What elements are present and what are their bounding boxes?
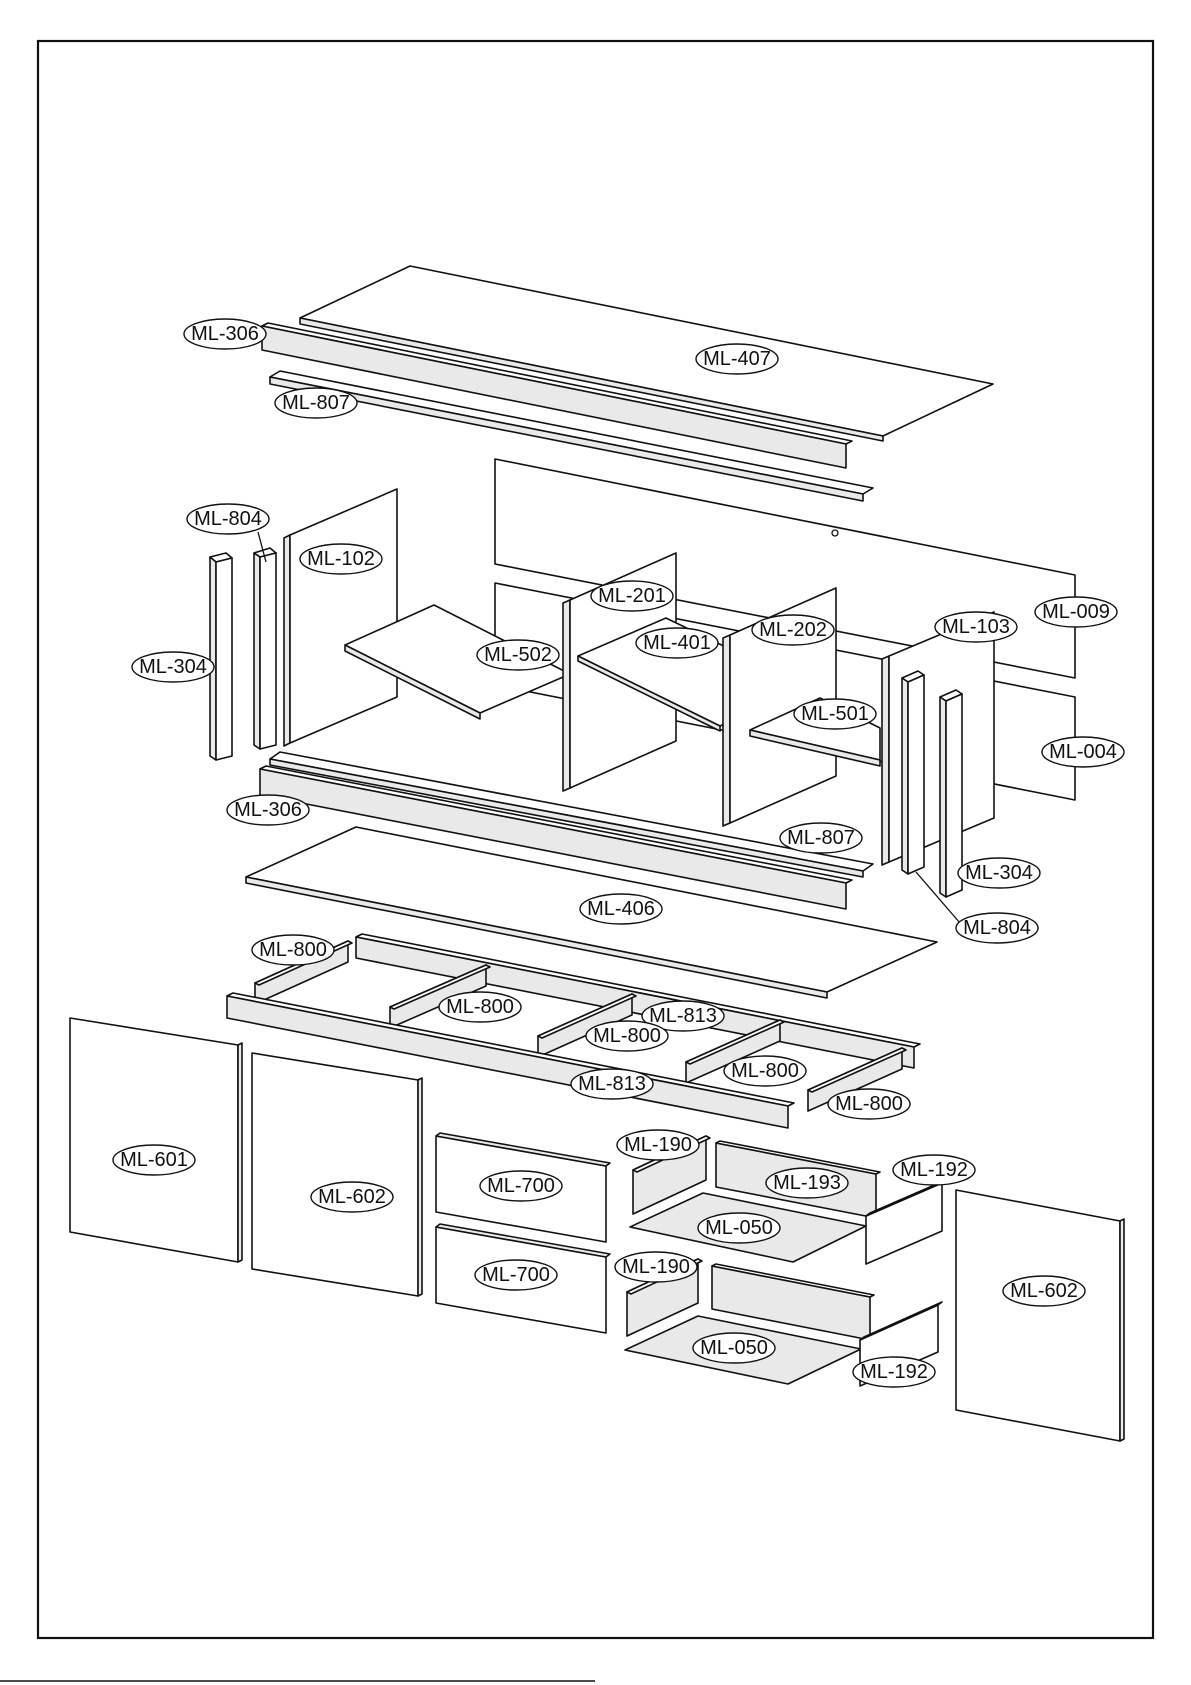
label-ml-401: ML-401 [636,628,718,658]
label-ml-800-b: ML-800 [439,992,521,1022]
label-ml-407-text: ML-407 [703,348,771,370]
label-ml-813-b: ML-813 [571,1069,653,1099]
label-ml-807-top-text: ML-807 [282,392,350,414]
label-ml-406: ML-406 [580,894,662,924]
label-ml-201: ML-201 [591,581,673,611]
label-ml-800-a: ML-800 [252,935,334,965]
label-ml-800-c: ML-800 [586,1021,668,1051]
label-ml-004: ML-004 [1042,737,1124,767]
label-ml-192-b-text: ML-192 [860,1361,928,1383]
label-ml-700-b-text: ML-700 [482,1264,550,1286]
label-ml-050-b: ML-050 [693,1333,775,1363]
part-ml-602-right [956,1190,1124,1441]
label-ml-807-mid: ML-807 [780,823,862,853]
label-ml-601-text: ML-601 [120,1149,188,1171]
label-ml-800-d-text: ML-800 [731,1060,799,1082]
label-ml-202-text: ML-202 [759,619,827,641]
label-ml-502: ML-502 [477,640,559,670]
label-ml-800-b-text: ML-800 [446,996,514,1018]
label-ml-103: ML-103 [935,612,1017,642]
label-ml-190-a-text: ML-190 [624,1134,692,1156]
label-ml-813-a-text: ML-813 [649,1005,717,1027]
label-ml-306-top-text: ML-306 [191,323,259,345]
label-ml-700-a-text: ML-700 [487,1175,555,1197]
label-ml-050-a-text: ML-050 [705,1217,773,1239]
label-ml-192-b: ML-192 [853,1357,935,1387]
label-ml-804-right-text: ML-804 [963,917,1031,939]
label-ml-102: ML-102 [300,544,382,574]
label-ml-004-text: ML-004 [1049,741,1117,763]
label-ml-192-a: ML-192 [893,1155,975,1185]
label-ml-190-b: ML-190 [615,1252,697,1282]
label-ml-602-left-text: ML-602 [318,1186,386,1208]
part-ml-192-a [866,1180,946,1264]
label-ml-190-a: ML-190 [617,1130,699,1160]
part-ml-804-left [254,548,276,749]
part-ml-102 [284,489,397,746]
label-ml-407: ML-407 [696,344,778,374]
label-ml-602-right: ML-602 [1003,1276,1085,1306]
part-ml-804-right [902,671,924,874]
label-ml-700-a: ML-700 [480,1171,562,1201]
label-ml-304-right-text: ML-304 [965,862,1033,884]
label-ml-804-left: ML-804 [187,504,269,534]
label-ml-501-text: ML-501 [801,703,869,725]
label-ml-190-b-text: ML-190 [622,1256,690,1278]
label-ml-192-a-text: ML-192 [900,1159,968,1181]
label-ml-306-mid: ML-306 [227,795,309,825]
label-ml-306-mid-text: ML-306 [234,799,302,821]
label-ml-804-left-text: ML-804 [194,508,262,530]
label-ml-700-b: ML-700 [475,1260,557,1290]
label-ml-304-left-text: ML-304 [139,656,207,678]
label-ml-602-right-text: ML-602 [1010,1280,1078,1302]
label-ml-103-text: ML-103 [942,616,1010,638]
label-ml-193: ML-193 [766,1168,848,1198]
label-ml-601: ML-601 [113,1145,195,1175]
part-ml-103 [882,612,994,865]
label-ml-201-text: ML-201 [598,585,666,607]
label-ml-009-text: ML-009 [1042,601,1110,623]
label-ml-800-a-text: ML-800 [259,939,327,961]
label-ml-807-mid-text: ML-807 [787,827,855,849]
label-ml-202: ML-202 [752,615,834,645]
part-ml-601 [70,1018,242,1262]
label-ml-800-c-text: ML-800 [593,1025,661,1047]
label-ml-009: ML-009 [1035,597,1117,627]
label-ml-306-top: ML-306 [184,319,266,349]
label-ml-501: ML-501 [794,699,876,729]
label-ml-800-e: ML-800 [828,1089,910,1119]
label-ml-050-a: ML-050 [698,1213,780,1243]
label-ml-800-d: ML-800 [724,1056,806,1086]
label-ml-800-e-text: ML-800 [835,1093,903,1115]
label-ml-304-right: ML-304 [958,858,1040,888]
label-ml-304-left: ML-304 [132,652,214,682]
label-ml-193-text: ML-193 [773,1172,841,1194]
part-ml-304-right [940,690,962,897]
label-ml-406-text: ML-406 [587,898,655,920]
label-ml-804-right: ML-804 [956,913,1038,943]
label-ml-602-left: ML-602 [311,1182,393,1212]
label-ml-102-text: ML-102 [307,548,375,570]
label-ml-807-top: ML-807 [275,388,357,418]
label-ml-813-b-text: ML-813 [578,1073,646,1095]
label-ml-050-b-text: ML-050 [700,1337,768,1359]
label-ml-502-text: ML-502 [484,644,552,666]
label-ml-401-text: ML-401 [643,632,711,654]
part-ml-304-left [210,553,232,760]
part-ml-602-left [252,1053,422,1296]
